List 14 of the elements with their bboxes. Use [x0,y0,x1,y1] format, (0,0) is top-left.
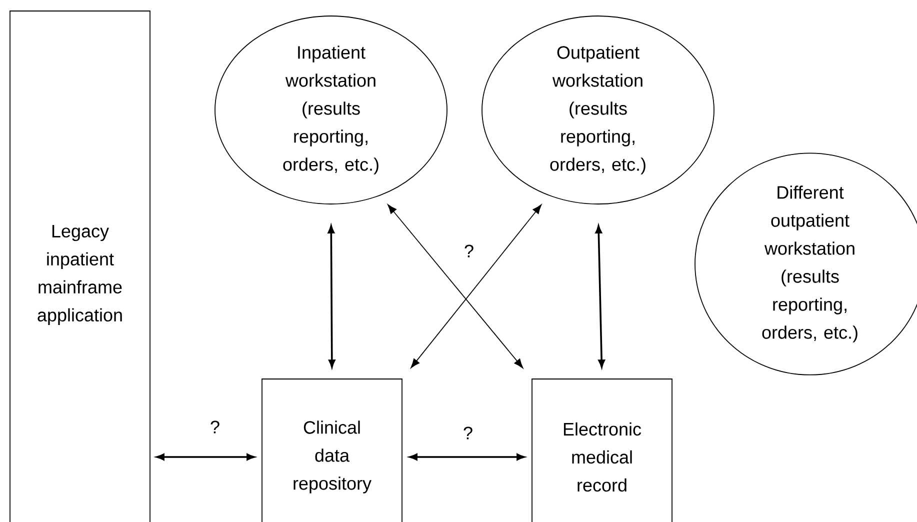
arrow [388,204,524,368]
ellipse-node: Inpatient workstation (results reporting, orders, etc.) [214,16,448,204]
arrow [410,204,542,368]
process-box: Electronic medical record [532,378,672,522]
process-box: Clinical data repository [262,378,402,522]
arrow [409,454,525,460]
arrow [595,225,605,368]
edge-label: ? [464,244,474,258]
edge-label: ? [210,420,220,434]
arrow [328,225,336,368]
process-box: Legacy inpatient mainframe application [10,10,150,522]
edge-label: ? [464,426,472,440]
ellipse-node: Outpatient workstation (results reporting, orders, etc.) [482,16,714,204]
arrow [156,454,255,460]
